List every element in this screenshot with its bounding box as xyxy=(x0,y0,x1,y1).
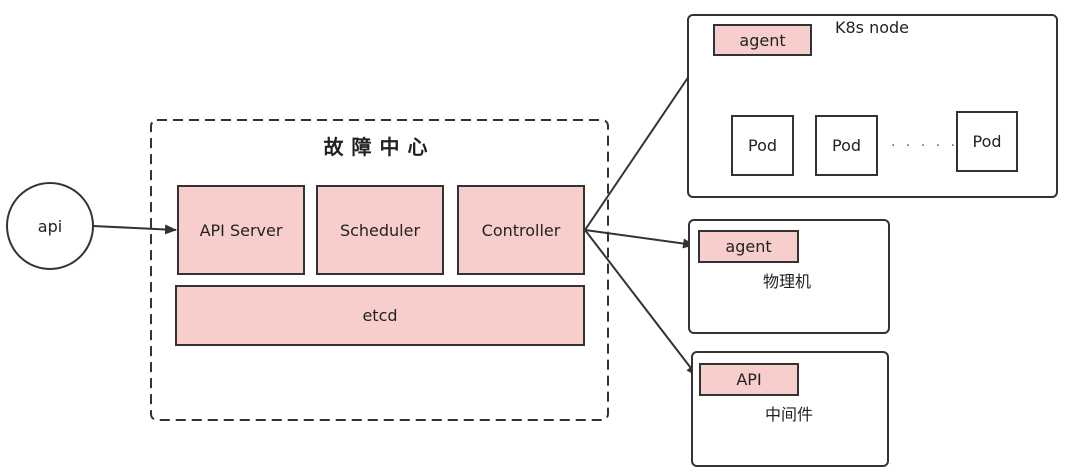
pod-box-3: Pod xyxy=(956,111,1018,172)
middleware-api-label: API xyxy=(736,370,762,389)
pod-box-2: Pod xyxy=(815,115,878,176)
physical-agent-box: agent xyxy=(698,230,799,263)
physical-machine-label: 物理机 xyxy=(763,272,812,291)
pod-label-1: Pod xyxy=(747,136,778,155)
middleware-api-box: API xyxy=(699,363,799,396)
api-client-node: api xyxy=(6,182,94,270)
physical-agent-label: agent xyxy=(725,237,772,256)
fault-center-title: 故障中心 xyxy=(323,134,436,159)
api-client-label: api xyxy=(37,216,63,236)
controller-label: Controller xyxy=(481,220,561,240)
middleware-label: 中间件 xyxy=(765,405,814,424)
scheduler-label: Scheduler xyxy=(339,220,421,240)
k8s-agent-label: agent xyxy=(739,30,786,50)
arrow-controller-to-physical-agent xyxy=(584,229,695,249)
etcd-label: etcd xyxy=(362,306,398,325)
api-server-label: API Server xyxy=(199,220,283,240)
pod-label-2: Pod xyxy=(831,136,862,155)
scheduler-box: Scheduler xyxy=(316,185,444,275)
arrow-api-to-apiserver xyxy=(92,224,177,235)
controller-box: Controller xyxy=(457,185,585,275)
fault-center-boundary xyxy=(150,119,609,421)
pod-ellipsis: · · · · · · xyxy=(891,138,973,154)
pod-box-1: Pod xyxy=(731,115,794,176)
k8s-node-title: K8s node xyxy=(835,18,910,37)
k8s-agent-box: agent xyxy=(713,24,812,56)
api-server-box: API Server xyxy=(177,185,305,275)
etcd-box: etcd xyxy=(175,285,585,346)
arrow-controller-to-middleware-api xyxy=(584,229,698,377)
pod-label-3: Pod xyxy=(972,132,1002,151)
